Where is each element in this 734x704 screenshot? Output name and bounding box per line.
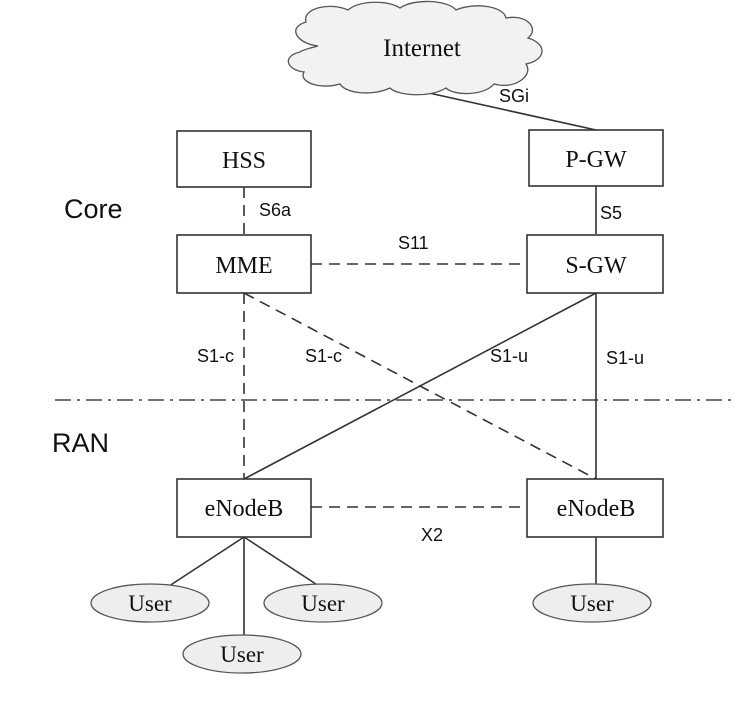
internet-label: Internet (383, 35, 461, 62)
hss-label: HSS (222, 148, 266, 174)
s11-label: S11 (398, 233, 429, 253)
user-1: User (90, 583, 210, 623)
sgw-label: S-GW (565, 253, 627, 279)
x2-label: X2 (421, 525, 443, 545)
sgi-label: SGi (499, 86, 529, 106)
user-3: User (263, 583, 383, 623)
pgw-node: P-GW (528, 129, 664, 187)
user-2-label: User (220, 642, 264, 667)
hss-node: HSS (176, 130, 312, 188)
mme-label: MME (215, 253, 272, 279)
user-2: User (182, 634, 302, 674)
user-3-label: User (301, 591, 345, 616)
s1c-diag-label: S1-c (305, 346, 342, 366)
s1u-right-label: S1-u (606, 348, 644, 368)
link-enodeb-user-1 (159, 536, 245, 593)
s5-label: S5 (600, 203, 622, 223)
link-sgw-enodeb-left (243, 292, 597, 480)
enodeb-left-node: eNodeB (176, 478, 312, 538)
s1u-diag-label: S1-u (490, 346, 528, 366)
s6a-label: S6a (259, 200, 292, 220)
enodeb-right-label: eNodeB (557, 496, 636, 522)
pgw-label: P-GW (565, 147, 627, 173)
s1c-left-label: S1-c (197, 346, 234, 366)
ran-section-label: RAN (52, 428, 109, 458)
sgw-node: S-GW (526, 234, 664, 294)
link-internet-pgw (419, 90, 597, 131)
user-4-label: User (570, 591, 614, 616)
enodeb-left-label: eNodeB (205, 496, 284, 522)
mme-node: MME (176, 234, 312, 294)
internet-cloud: Internet (287, 0, 543, 96)
core-section-label: Core (64, 194, 123, 224)
link-enodeb-user-3 (243, 536, 323, 589)
user-1-label: User (128, 591, 172, 616)
enodeb-right-node: eNodeB (526, 478, 664, 538)
user-4: User (532, 583, 652, 623)
